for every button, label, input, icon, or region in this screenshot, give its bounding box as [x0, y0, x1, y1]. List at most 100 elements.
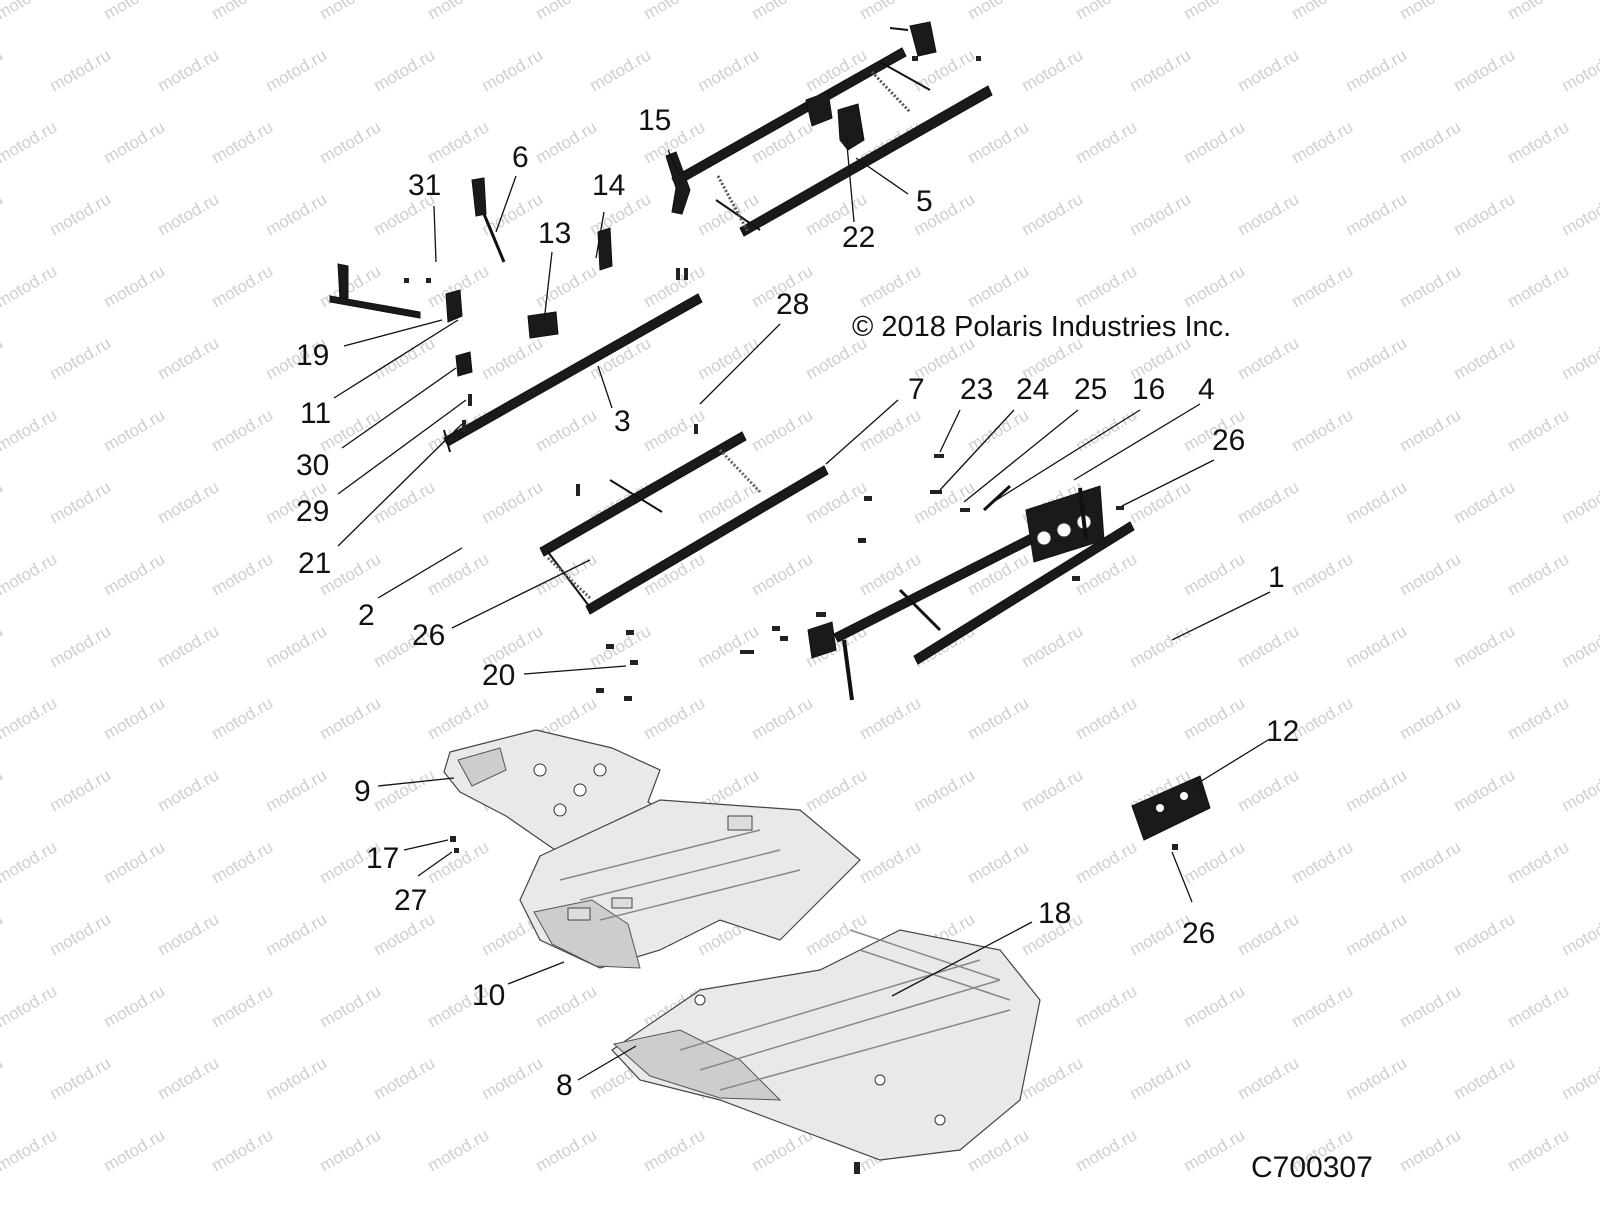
watermark-text: motod.ru	[587, 45, 655, 95]
watermark-text: motod.ru	[1019, 765, 1087, 815]
watermark-text: motod.ru	[1073, 117, 1141, 167]
watermark-text: motod.ru	[155, 333, 223, 383]
callout-13: 13	[538, 219, 571, 249]
watermark-text: motod.ru	[479, 45, 547, 95]
watermark-text: motod.ru	[1559, 477, 1600, 527]
watermark-text: motod.ru	[479, 333, 547, 383]
watermark-text: motod.ru	[0, 1053, 6, 1103]
watermark-text: motod.ru	[209, 117, 277, 167]
watermark-text: motod.ru	[0, 117, 60, 167]
watermark-text: motod.ru	[533, 261, 601, 311]
watermark-text: motod.ru	[263, 189, 331, 239]
callout-27: 27	[394, 886, 427, 916]
watermark-text: motod.ru	[1235, 621, 1303, 671]
watermark-text: motod.ru	[1451, 621, 1519, 671]
watermark-text: motod.ru	[1127, 189, 1195, 239]
watermark-text: motod.ru	[101, 117, 169, 167]
watermark-text: motod.ru	[101, 981, 169, 1031]
watermark-text: motod.ru	[857, 405, 925, 455]
watermark-text: motod.ru	[425, 117, 493, 167]
watermark-text: motod.ru	[47, 765, 115, 815]
watermark-text: motod.ru	[425, 1125, 493, 1175]
watermark-text: motod.ru	[1235, 333, 1303, 383]
watermark-text: motod.ru	[1559, 909, 1600, 959]
watermark-text: motod.ru	[317, 0, 385, 23]
watermark-text: motod.ru	[695, 477, 763, 527]
watermark-text: motod.ru	[857, 0, 925, 23]
watermark-text: motod.ru	[1127, 477, 1195, 527]
watermark-text: motod.ru	[1397, 0, 1465, 23]
watermark-text: motod.ru	[1505, 117, 1573, 167]
watermark-text: motod.ru	[371, 765, 439, 815]
watermark-text: motod.ru	[1505, 405, 1573, 455]
watermark-text: motod.ru	[101, 1125, 169, 1175]
callout-2: 2	[358, 601, 375, 631]
watermark-text: motod.ru	[425, 693, 493, 743]
watermark-text: motod.ru	[749, 405, 817, 455]
watermark-text: motod.ru	[1343, 189, 1411, 239]
watermark-text: motod.ru	[0, 909, 6, 959]
watermark-text: motod.ru	[1451, 189, 1519, 239]
watermark-text: motod.ru	[965, 837, 1033, 887]
watermark-text: motod.ru	[1559, 189, 1600, 239]
watermark-text: motod.ru	[101, 549, 169, 599]
callout-22: 22	[842, 223, 875, 253]
watermark-text: motod.ru	[101, 837, 169, 887]
watermark-text: motod.ru	[1181, 1125, 1249, 1175]
watermark-text: motod.ru	[209, 549, 277, 599]
watermark-text: motod.ru	[965, 405, 1033, 455]
watermark-text: motod.ru	[1397, 117, 1465, 167]
callout-7: 7	[908, 375, 925, 405]
watermark-text: motod.ru	[1289, 405, 1357, 455]
watermark-text: motod.ru	[1343, 909, 1411, 959]
callout-20: 20	[482, 661, 515, 691]
watermark-text: motod.ru	[1505, 837, 1573, 887]
watermark-text: motod.ru	[965, 693, 1033, 743]
watermark-text: motod.ru	[1451, 1053, 1519, 1103]
watermark-text: motod.ru	[965, 117, 1033, 167]
watermark-text: motod.ru	[1073, 693, 1141, 743]
watermark-text: motod.ru	[857, 837, 925, 887]
callout-18: 18	[1038, 899, 1071, 929]
watermark-text: motod.ru	[0, 621, 6, 671]
watermark-text: motod.ru	[1073, 261, 1141, 311]
watermark-text: motod.ru	[317, 981, 385, 1031]
watermark-text: motod.ru	[533, 981, 601, 1031]
watermark-text: motod.ru	[209, 837, 277, 887]
watermark-text: motod.ru	[1181, 981, 1249, 1031]
watermark-text: motod.ru	[1559, 765, 1600, 815]
watermark-text: motod.ru	[1181, 549, 1249, 599]
callout-26-front: 26	[1212, 426, 1245, 456]
watermark-text: motod.ru	[1235, 909, 1303, 959]
watermark-text: motod.ru	[1073, 837, 1141, 887]
watermark-text: motod.ru	[1235, 189, 1303, 239]
watermark-text: motod.ru	[209, 261, 277, 311]
callout-10: 10	[472, 981, 505, 1011]
drawing-code: C700307	[1251, 1151, 1373, 1185]
watermark-text: motod.ru	[1181, 117, 1249, 167]
watermark-text: motod.ru	[101, 405, 169, 455]
watermark-text: motod.ru	[479, 477, 547, 527]
watermark-text: motod.ru	[1289, 0, 1357, 23]
watermark-text: motod.ru	[47, 1053, 115, 1103]
watermark-text: motod.ru	[1019, 621, 1087, 671]
watermark-text: motod.ru	[1343, 1053, 1411, 1103]
watermark-text: motod.ru	[1397, 693, 1465, 743]
watermark-text: motod.ru	[0, 981, 60, 1031]
watermark-text: motod.ru	[425, 837, 493, 887]
watermark-text: motod.ru	[155, 189, 223, 239]
watermark-text: motod.ru	[479, 189, 547, 239]
watermark-text: motod.ru	[1397, 405, 1465, 455]
watermark-text: motod.ru	[101, 693, 169, 743]
watermark-text: motod.ru	[1235, 765, 1303, 815]
watermark-text: motod.ru	[1343, 45, 1411, 95]
watermark-text: motod.ru	[263, 909, 331, 959]
copyright-notice: © 2018 Polaris Industries Inc.	[852, 311, 1231, 344]
watermark-text: motod.ru	[155, 765, 223, 815]
watermark-text: motod.ru	[1559, 621, 1600, 671]
watermark-text: motod.ru	[1451, 333, 1519, 383]
watermark-text: motod.ru	[1451, 477, 1519, 527]
callout-16: 16	[1132, 375, 1165, 405]
